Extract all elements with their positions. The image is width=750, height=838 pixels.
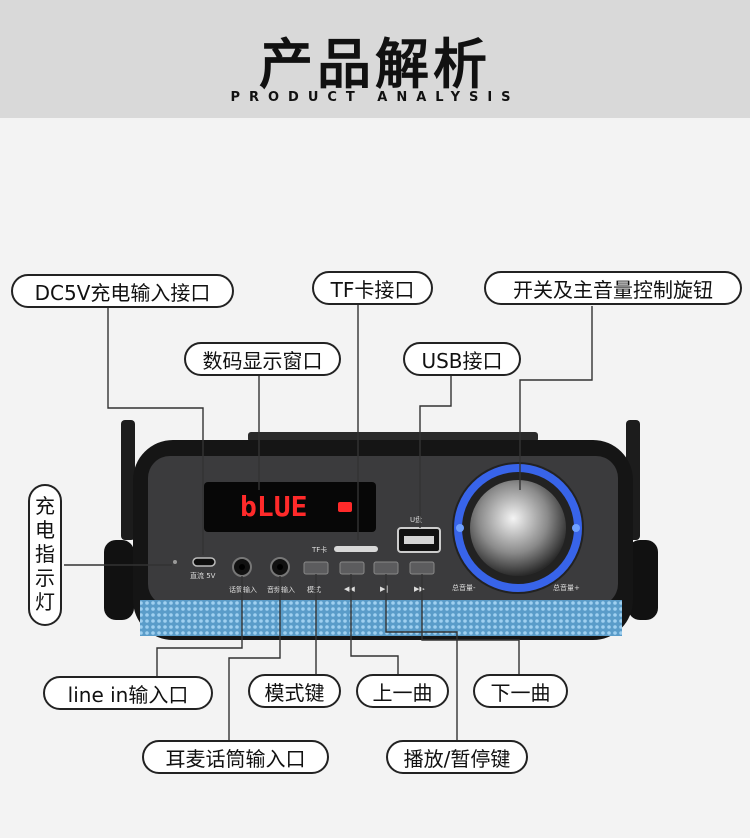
- display-text: bLUE: [240, 490, 307, 523]
- dc-port: [192, 557, 216, 567]
- label-mode-key: 模式键: [248, 674, 341, 708]
- volume-knob: [470, 480, 566, 576]
- vol-minus-label: 总音量-: [452, 583, 476, 592]
- header-banner: 产品解析 PRODUCT ANALYSIS: [0, 0, 750, 118]
- prev-key: [339, 561, 365, 575]
- left-bumper: [104, 540, 134, 620]
- label-volume-knob: 开关及主音量控制旋钮: [484, 271, 742, 305]
- usb-port-label: U盘: [410, 515, 422, 524]
- mode-key-label: 模式: [307, 585, 321, 594]
- next-key: [409, 561, 435, 575]
- dc-port-label: 直流 5V: [190, 571, 216, 580]
- right-bumper: [628, 540, 658, 620]
- page-title: 产品解析: [259, 33, 491, 96]
- vol-plus-label: 总音量+: [553, 583, 580, 592]
- tf-card-slot: [334, 546, 378, 552]
- label-prev-track: 上一曲: [356, 674, 449, 708]
- display-battery-icon: [338, 502, 352, 512]
- page-subtitle: PRODUCT ANALYSIS: [230, 90, 520, 105]
- digital-display: [204, 482, 376, 532]
- mic-jack-label: 话筒输入: [229, 585, 257, 594]
- label-line-in: line in输入口: [43, 676, 213, 710]
- antenna: [248, 432, 538, 442]
- mode-key: [303, 561, 329, 575]
- tf-slot-label: TF卡: [311, 545, 327, 554]
- charge-led: [173, 560, 177, 564]
- label-tf-card: TF卡接口: [312, 271, 433, 305]
- speaker-grille: [140, 600, 622, 636]
- label-next-track: 下一曲: [473, 674, 568, 708]
- next-key-icon: ▶▶: [414, 585, 425, 593]
- line-in-jack-label: 音频输入: [267, 585, 295, 594]
- label-play-pause: 播放/暂停键: [386, 740, 528, 774]
- left-handle: [121, 420, 135, 540]
- label-dc5v-input: DC5V充电输入接口: [11, 274, 234, 308]
- label-display-window: 数码显示窗口: [184, 342, 341, 376]
- play-pause-icon: ▶‖: [380, 585, 389, 593]
- prev-key-icon: ◀◀: [344, 585, 355, 593]
- label-mic-input: 耳麦话筒输入口: [142, 740, 329, 774]
- play-pause-key: [373, 561, 399, 575]
- label-charge-led: 充电指示灯: [28, 484, 62, 626]
- label-usb-port: USB接口: [403, 342, 521, 376]
